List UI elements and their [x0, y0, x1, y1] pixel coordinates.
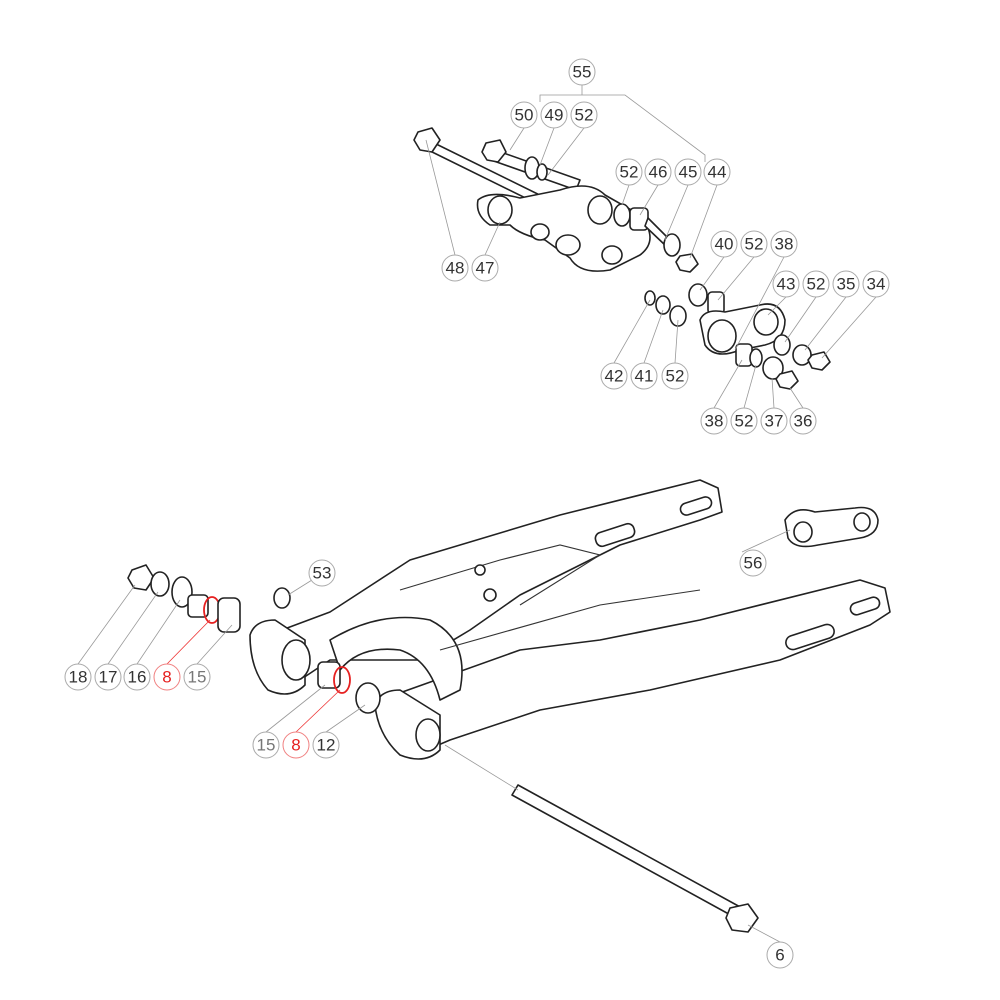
callout-34[interactable]: 34 — [862, 270, 890, 298]
svg-text:56: 56 — [744, 554, 763, 573]
callout-50[interactable]: 50 — [510, 101, 538, 129]
svg-text:16: 16 — [128, 668, 147, 687]
leader-lines — [77, 85, 877, 943]
callout-52[interactable]: 52 — [615, 158, 643, 186]
svg-text:55: 55 — [573, 63, 592, 82]
callout-16[interactable]: 16 — [123, 663, 151, 691]
svg-text:15: 15 — [257, 736, 276, 755]
svg-text:40: 40 — [715, 235, 734, 254]
callout-41[interactable]: 41 — [630, 362, 658, 390]
swingarm — [127, 479, 891, 933]
callout-12[interactable]: 12 — [312, 731, 340, 759]
svg-text:17: 17 — [99, 668, 118, 687]
callout-18[interactable]: 18 — [64, 663, 92, 691]
callouts: 55 50 49 52 52 46 45 44 48 47 40 52 38 4… — [64, 58, 890, 969]
callout-8-highlighted[interactable]: 8 — [282, 731, 310, 759]
svg-text:49: 49 — [545, 106, 564, 125]
callout-15[interactable]: 15 — [252, 731, 280, 759]
svg-text:53: 53 — [313, 564, 332, 583]
svg-text:15: 15 — [188, 668, 207, 687]
callout-8-highlighted[interactable]: 8 — [153, 663, 181, 691]
callout-47[interactable]: 47 — [471, 254, 499, 282]
svg-text:52: 52 — [666, 367, 685, 386]
callout-40[interactable]: 40 — [710, 230, 738, 258]
svg-text:37: 37 — [765, 412, 784, 431]
callout-49[interactable]: 49 — [540, 101, 568, 129]
callout-52[interactable]: 52 — [802, 270, 830, 298]
callout-6[interactable]: 6 — [766, 941, 794, 969]
svg-text:38: 38 — [705, 412, 724, 431]
callout-45[interactable]: 45 — [674, 158, 702, 186]
svg-text:12: 12 — [317, 736, 336, 755]
svg-text:45: 45 — [679, 163, 698, 182]
svg-text:47: 47 — [476, 259, 495, 278]
callout-42[interactable]: 42 — [600, 362, 628, 390]
callout-46[interactable]: 46 — [644, 158, 672, 186]
svg-text:36: 36 — [794, 412, 813, 431]
svg-text:46: 46 — [649, 163, 668, 182]
svg-text:38: 38 — [775, 235, 794, 254]
svg-text:50: 50 — [515, 106, 534, 125]
callout-52[interactable]: 52 — [570, 101, 598, 129]
callout-52[interactable]: 52 — [661, 362, 689, 390]
svg-text:43: 43 — [777, 275, 796, 294]
svg-text:52: 52 — [735, 412, 754, 431]
callout-43[interactable]: 43 — [772, 270, 800, 298]
callout-38[interactable]: 38 — [770, 230, 798, 258]
callout-56[interactable]: 56 — [739, 549, 767, 577]
callout-52[interactable]: 52 — [740, 230, 768, 258]
callout-38[interactable]: 38 — [700, 407, 728, 435]
callout-55[interactable]: 55 — [568, 58, 596, 86]
svg-text:52: 52 — [745, 235, 764, 254]
callout-37[interactable]: 37 — [760, 407, 788, 435]
svg-text:6: 6 — [775, 946, 784, 965]
linkage-assembly — [413, 127, 879, 548]
svg-text:42: 42 — [605, 367, 624, 386]
callout-48[interactable]: 48 — [441, 254, 469, 282]
callout-44[interactable]: 44 — [703, 158, 731, 186]
svg-text:8: 8 — [291, 736, 300, 755]
svg-text:35: 35 — [837, 275, 856, 294]
svg-text:18: 18 — [69, 668, 88, 687]
svg-text:52: 52 — [807, 275, 826, 294]
callout-15[interactable]: 15 — [183, 663, 211, 691]
svg-text:48: 48 — [446, 259, 465, 278]
callout-35[interactable]: 35 — [832, 270, 860, 298]
callout-53[interactable]: 53 — [308, 559, 336, 587]
svg-text:8: 8 — [162, 668, 171, 687]
svg-text:41: 41 — [635, 367, 654, 386]
svg-text:52: 52 — [620, 163, 639, 182]
callout-36[interactable]: 36 — [789, 407, 817, 435]
svg-text:52: 52 — [575, 106, 594, 125]
svg-text:34: 34 — [867, 275, 886, 294]
svg-text:44: 44 — [708, 163, 727, 182]
callout-52[interactable]: 52 — [730, 407, 758, 435]
callout-17[interactable]: 17 — [94, 663, 122, 691]
